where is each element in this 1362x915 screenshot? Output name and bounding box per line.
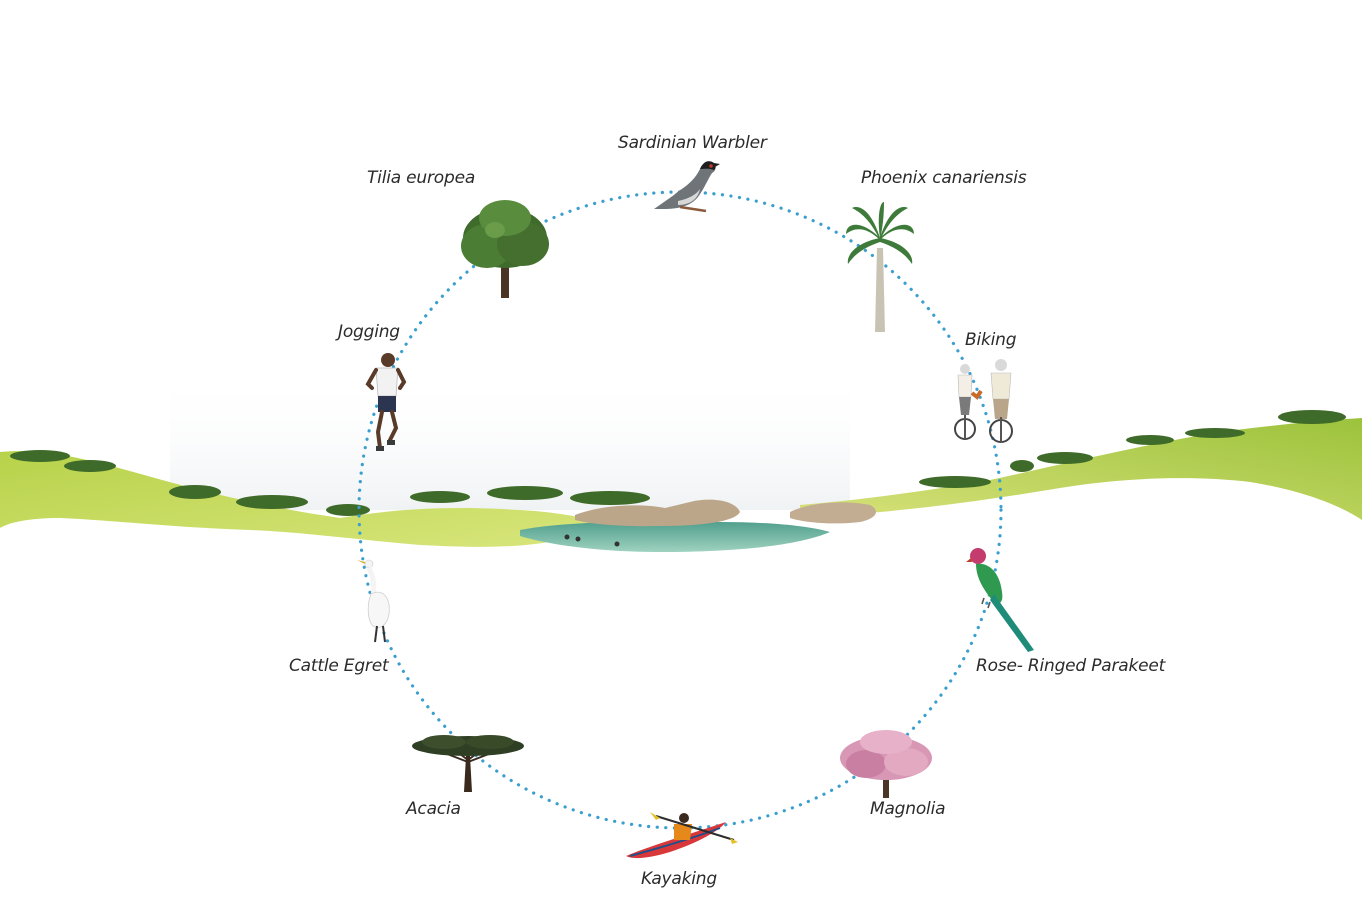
label-biking: Biking bbox=[965, 330, 1016, 350]
kayak-icon bbox=[626, 812, 738, 858]
label-sardinian-warbler: Sardinian Warbler bbox=[618, 133, 767, 153]
cyclists-icon bbox=[955, 359, 1012, 443]
egret-icon bbox=[357, 560, 389, 642]
flowering-tree-icon bbox=[840, 730, 932, 798]
palm-tree-icon bbox=[846, 202, 914, 332]
bird-icon bbox=[654, 161, 720, 211]
label-phoenix-canariensis: Phoenix canariensis bbox=[861, 168, 1026, 188]
label-magnolia: Magnolia bbox=[870, 799, 945, 819]
label-tilia-europea: Tilia europea bbox=[367, 168, 475, 188]
label-jogging: Jogging bbox=[338, 322, 400, 342]
acacia-tree-icon bbox=[412, 735, 524, 792]
label-kayaking: Kayaking bbox=[641, 869, 717, 889]
label-acacia: Acacia bbox=[406, 799, 461, 819]
label-rose-ringed-parakeet: Rose- Ringed Parakeet bbox=[976, 656, 1165, 676]
label-cattle-egret: Cattle Egret bbox=[289, 656, 388, 676]
deciduous-tree-icon bbox=[461, 200, 549, 298]
